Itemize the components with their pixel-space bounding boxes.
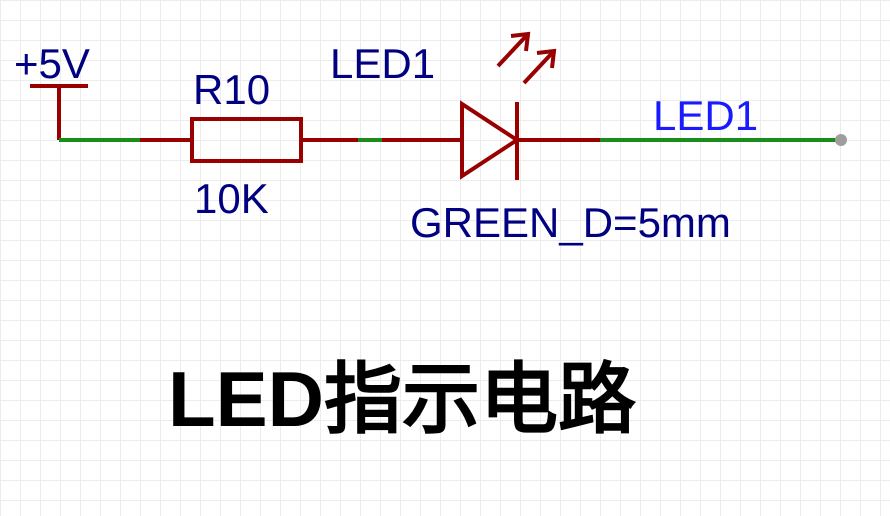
light-arrow-2-icon [522, 48, 557, 85]
diagram-title: LED指示电路 [168, 355, 637, 443]
led-value: GREEN_D=5mm [410, 199, 731, 246]
led-triangle [460, 100, 521, 180]
power-label: +5V [14, 40, 90, 87]
resistor-value: 10K [194, 175, 269, 222]
resistor-body [190, 117, 303, 163]
wire-endpoint[interactable] [835, 134, 847, 146]
net-label: LED1 [653, 92, 758, 139]
resistor-designator: R10 [193, 66, 270, 113]
led-symbol[interactable] [382, 31, 600, 180]
led-designator: LED1 [330, 40, 435, 87]
light-arrow-1-icon [496, 31, 531, 68]
resistor-r10[interactable] [140, 117, 358, 163]
power-symbol-5v[interactable] [30, 84, 88, 140]
